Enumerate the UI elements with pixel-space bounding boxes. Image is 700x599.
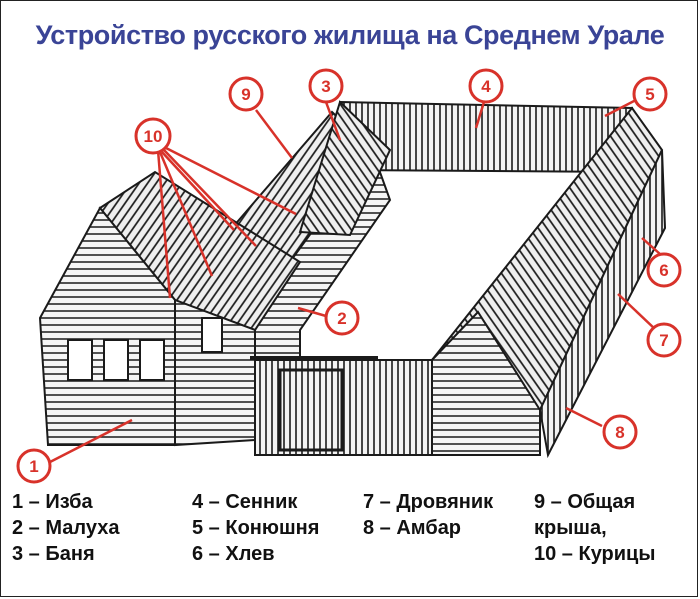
legend-item-4: 4 – Сенник: [192, 491, 298, 513]
legend-item-9: 9 – Общая: [534, 491, 636, 513]
arrow-10-d: [163, 149, 257, 247]
legend-item-9-cont: крыша,: [534, 517, 607, 539]
legend-item-6: 6 – Хлев: [192, 543, 275, 565]
arrow-2: [297, 306, 327, 318]
callout-9-label: 9: [241, 85, 250, 104]
callout-2-label: 2: [337, 309, 346, 328]
arrow-10-e: [165, 146, 297, 216]
legend-item-8: 8 – Амбар: [363, 517, 462, 539]
arrow-3: [324, 101, 342, 141]
callout-arrows: [49, 98, 661, 464]
callout-5-label: 5: [645, 85, 654, 104]
callout-8-label: 8: [615, 423, 624, 442]
building-shapes: [38, 100, 667, 459]
callout-6-label: 6: [659, 261, 668, 280]
callout-10: 10: [134, 117, 172, 155]
callout-3: 3: [308, 68, 344, 104]
banya-roof: [298, 100, 392, 237]
arrow-6: [641, 237, 661, 255]
diagram-title: Устройство русского жилища на Среднем Ур…: [35, 20, 665, 50]
callout-2: 2: [324, 300, 360, 336]
callout-4-label: 4: [481, 77, 491, 96]
callout-1: 1: [16, 448, 52, 484]
arrow-10-b: [158, 151, 214, 277]
callout-3-label: 3: [321, 77, 330, 96]
arrow-1: [49, 418, 133, 464]
izba-window-right: [139, 339, 165, 381]
callout-9: 9: [228, 76, 264, 112]
callout-markers: 1 2 3 4 5 6 7 8: [16, 68, 682, 484]
izba-window-left: [67, 339, 93, 381]
callout-8: 8: [602, 414, 638, 450]
legend-item-2: 2 – Малуха: [12, 517, 120, 539]
arrow-5: [604, 98, 637, 118]
legend-item-10: 10 – Курицы: [534, 543, 656, 565]
legend-item-3: 3 – Баня: [12, 543, 95, 565]
callout-7-label: 7: [659, 331, 668, 350]
legend-item-7: 7 – Дровяник: [363, 491, 494, 513]
callout-6: 6: [646, 252, 682, 288]
arrow-7: [617, 293, 657, 331]
arrow-8: [565, 406, 603, 428]
arrow-10-a: [156, 149, 172, 299]
izba-window-center: [103, 339, 129, 381]
callout-4: 4: [468, 68, 504, 104]
arrow-9: [255, 109, 293, 159]
callout-7: 7: [646, 322, 682, 358]
arrow-4: [474, 101, 486, 129]
legend-item-1: 1 – Изба: [12, 491, 93, 513]
izba-side-window: [201, 317, 223, 353]
callout-10-label: 10: [144, 127, 163, 146]
gate: [278, 368, 344, 452]
legend-item-5: 5 – Конюшня: [192, 517, 320, 539]
callout-1-label: 1: [29, 457, 38, 476]
right-long-wall: [538, 149, 667, 459]
callout-5: 5: [632, 76, 668, 112]
arrow-10-c: [161, 151, 235, 231]
